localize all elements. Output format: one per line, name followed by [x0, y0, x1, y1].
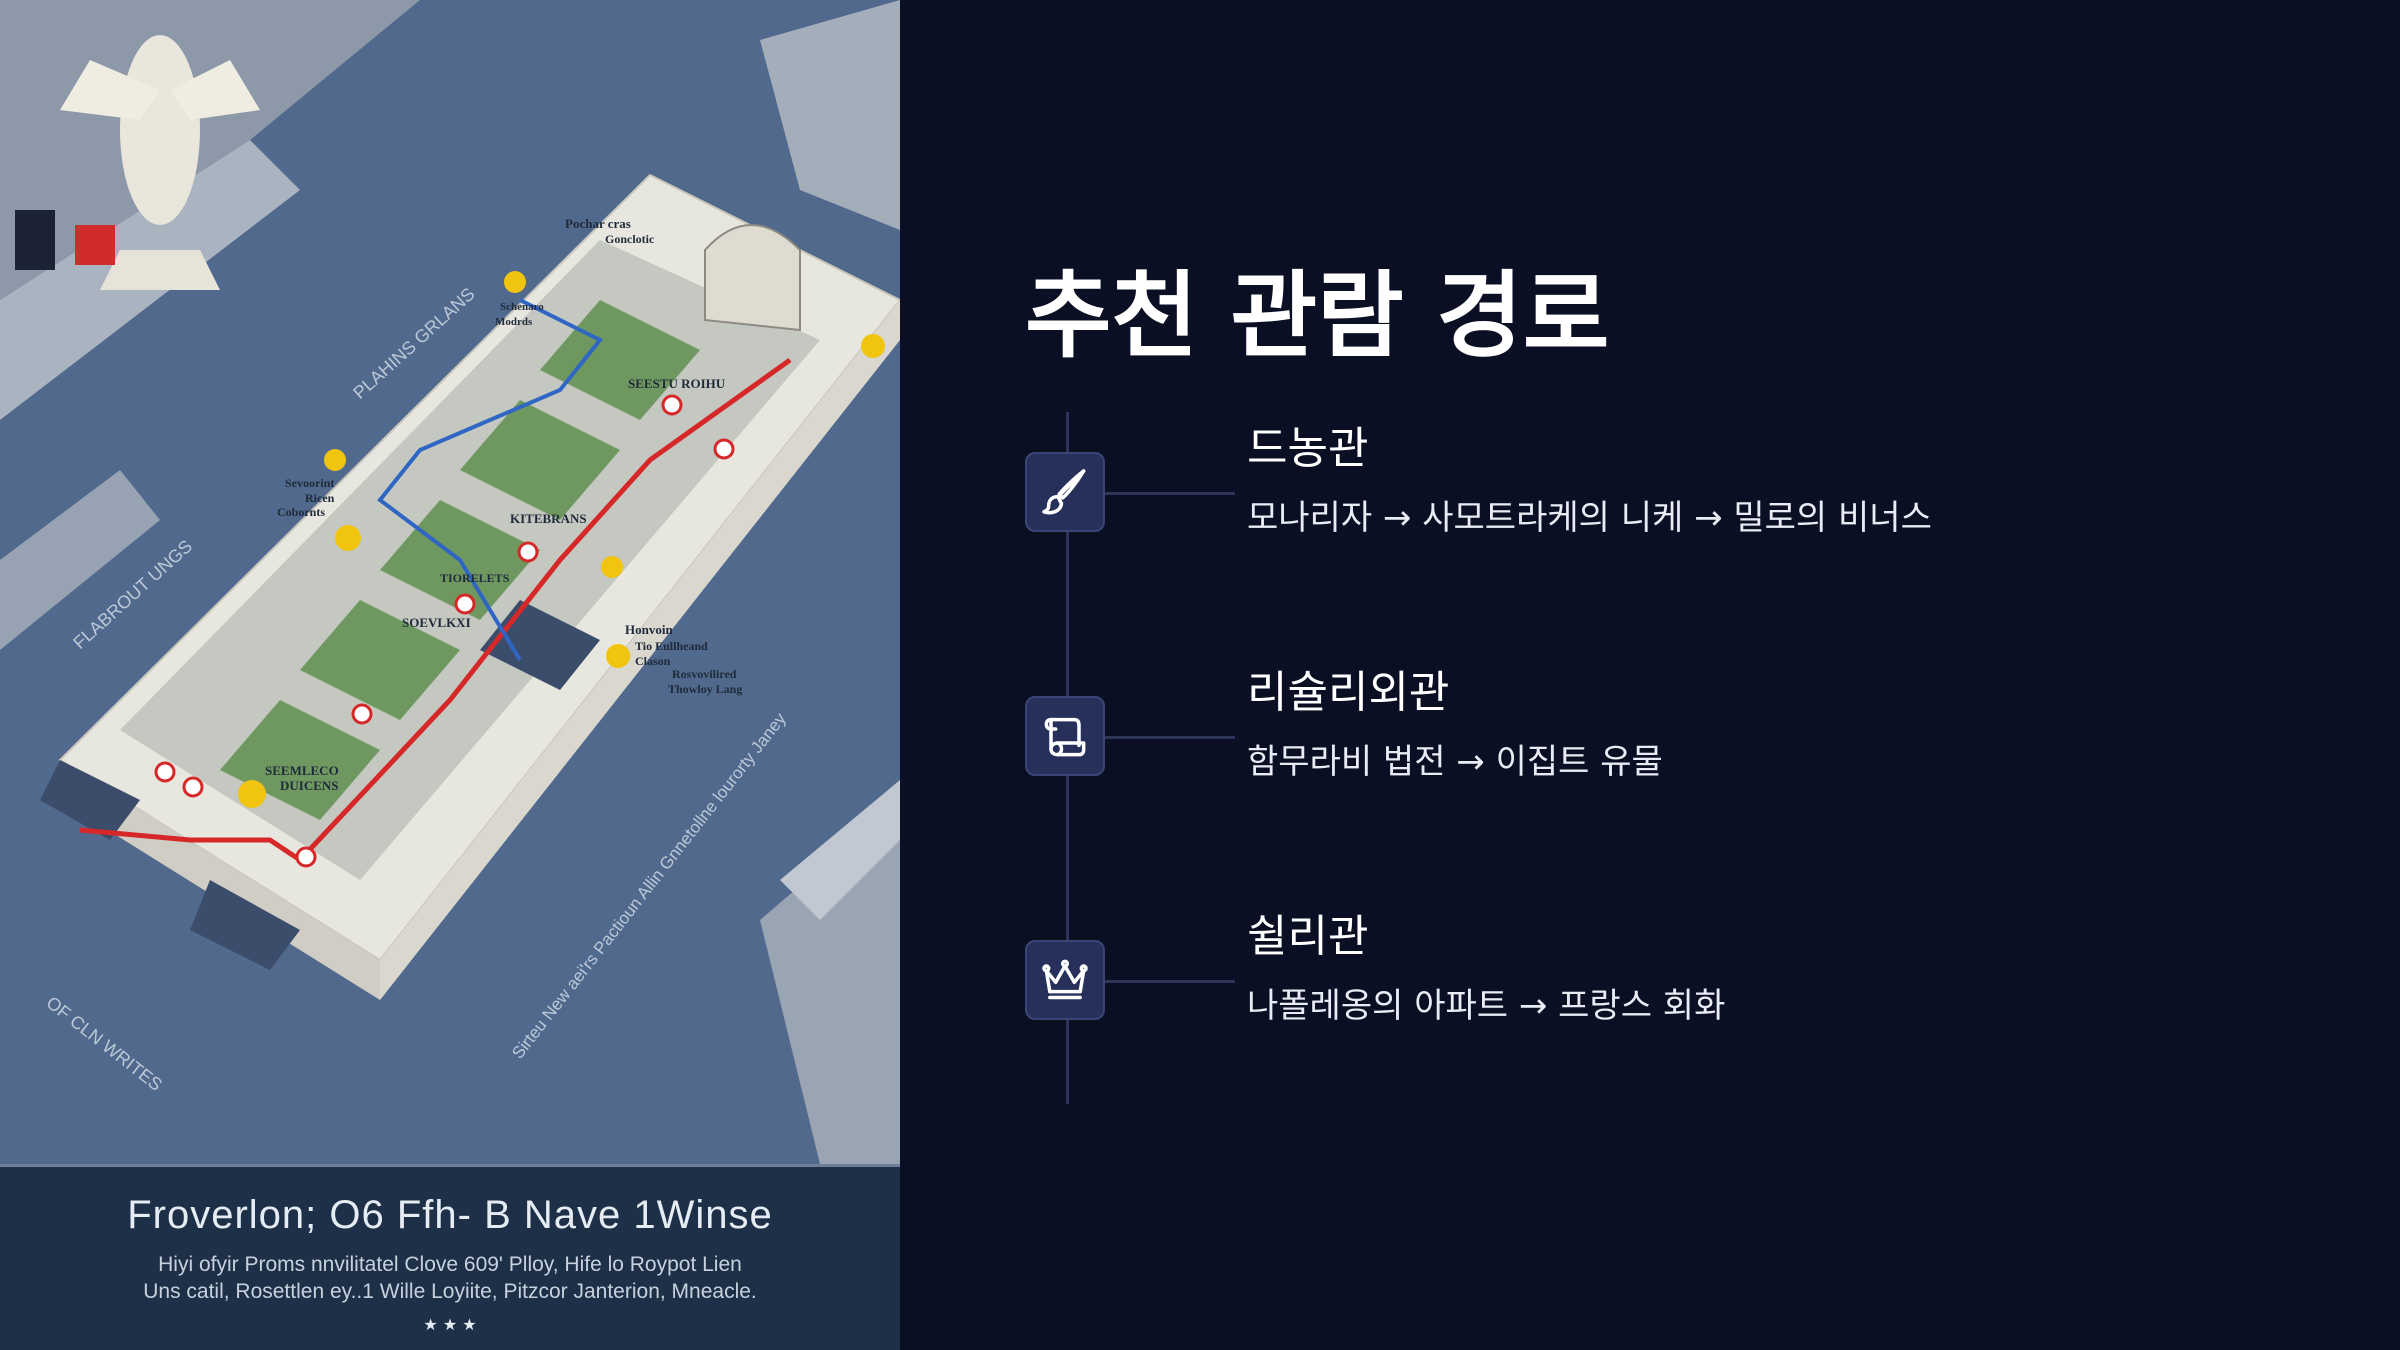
map-caption-title: Froverlon; O6 Ffh- B Nave 1Winse [127, 1193, 773, 1237]
museum-map-panel: PLAHINS GRLANS FLABROUT UNGS OF CLN WRIT… [0, 0, 900, 1350]
map-label-sevoorint-3: Cobornts [277, 505, 325, 519]
map-label-top-entrance: Pochar cras [565, 216, 631, 231]
map-label-honvoin-5: Thowloy Lang [668, 682, 742, 696]
map-caption-line-2: Uns catil, Rosettlen ey..1 Wille Loyiite… [143, 1280, 757, 1303]
route-item-richelieu: 리슐리외관 함무라비 법전 → 이집트 유물 [1025, 656, 2325, 796]
route-path: 모나리자 → 사모트라케의 니케 → 밀로의 비너스 [1247, 498, 1932, 538]
map-label-sevoorint-2: Ricen [305, 491, 335, 505]
map-label-schenaro-2: Modrds [495, 316, 533, 328]
timeline-connector [1105, 492, 1235, 495]
map-caption: Froverlon; O6 Ffh- B Nave 1Winse Hiyi of… [0, 1164, 900, 1350]
map-label-soevlkxi: SOEVLKXI [402, 615, 471, 630]
page-title: 추천 관람 경로 [1025, 262, 1610, 371]
map-label-honvoin-4: Rosvovilired [672, 667, 737, 681]
route-name: 쉴리관 [1247, 911, 1369, 962]
scroll-icon [1025, 696, 1105, 776]
route-path: 나폴레옹의 아파트 → 프랑스 회화 [1247, 986, 1726, 1026]
route-item-denon: 드농관 모나리자 → 사모트라케의 니케 → 밀로의 비너스 [1025, 412, 2325, 552]
route-name: 리슐리외관 [1247, 667, 1450, 718]
paintbrush-icon [1025, 452, 1105, 532]
map-label-schenaro: Schenaro [500, 301, 544, 313]
map-label-seestu: SEESTU ROIHU [628, 376, 726, 391]
map-label-seemleco: SEEMLECO [265, 763, 339, 778]
timeline-connector [1105, 980, 1235, 983]
museum-map-illustration: PLAHINS GRLANS FLABROUT UNGS OF CLN WRIT… [0, 0, 900, 1164]
route-item-sully: 쉴리관 나폴레옹의 아파트 → 프랑스 회화 [1025, 900, 2325, 1040]
map-label-honvoin-3: Clason [635, 654, 671, 668]
timeline-connector [1105, 736, 1235, 739]
crown-icon [1025, 940, 1105, 1020]
map-label-sevoorint: Sevoorint [285, 476, 334, 490]
map-label-kitebrans: KITEBRANS [510, 511, 587, 526]
route-path: 함무라비 법전 → 이집트 유물 [1247, 742, 1663, 782]
map-label-seemleco-2: DUICENS [280, 778, 339, 793]
map-caption-stars: ★ ★ ★ [423, 1315, 477, 1334]
map-label-honvoin-2: Tio Eullheand [635, 639, 708, 653]
map-label-honvoin: Honvoin [625, 622, 673, 637]
map-label-top-entrance-2: Gonclotic [605, 232, 655, 246]
route-name: 드농관 [1247, 423, 1369, 474]
map-caption-line-1: Hiyi ofyir Proms nnvilitatel Clove 609' … [158, 1253, 742, 1276]
map-label-tiorelets: TIORELETS [440, 571, 510, 585]
